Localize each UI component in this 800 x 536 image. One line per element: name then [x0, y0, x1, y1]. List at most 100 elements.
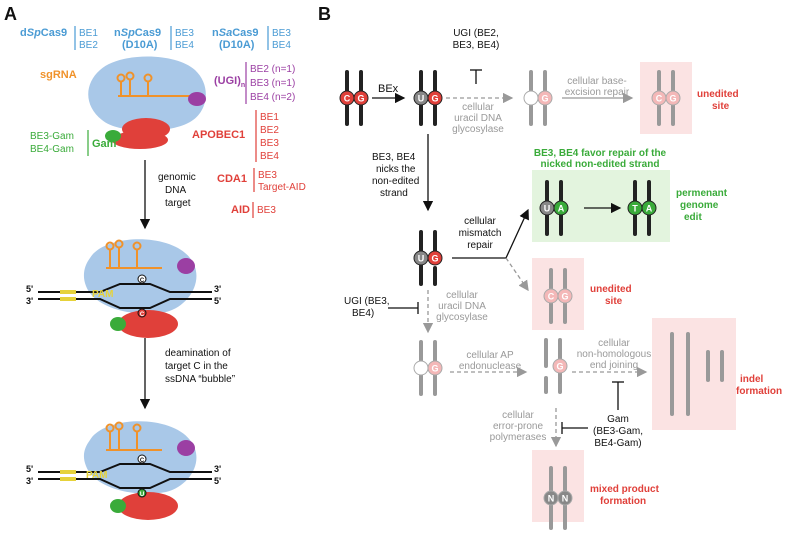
nick-3: non-edited — [372, 176, 419, 187]
nspcas9-val-1: BE3 — [175, 28, 194, 39]
base-letter: U — [418, 94, 425, 104]
glyco-mid-1: cellular — [446, 290, 478, 301]
mixed-1: mixed product — [590, 484, 660, 495]
dna-base-c-3: C — [140, 458, 145, 464]
base-letter: G — [431, 94, 438, 104]
err-3: polymerases — [490, 432, 547, 443]
pam-label-1: PAM — [92, 289, 113, 300]
apobec-label: APOBEC1 — [192, 129, 245, 141]
sgrna-label: sgRNA — [40, 69, 77, 81]
nick-1: BE3, BE4 — [372, 152, 416, 163]
gam-legend: BE3-Gam BE4-Gam Gam — [30, 130, 117, 156]
ugi-mid-1: UGI (BE3, — [344, 296, 390, 307]
ugi-top-1: UGI (BE2, — [453, 28, 499, 39]
dna-base-c-2: C — [140, 312, 145, 318]
nsacas9-sub: (D10A) — [219, 39, 255, 51]
nspcas9-label: nSpCas9 — [114, 27, 161, 39]
ap-1: cellular AP — [466, 350, 514, 361]
nhej-3: end joining — [590, 360, 638, 371]
step2-line3: ssDNA “bubble” — [165, 374, 235, 385]
base-letter: G — [561, 292, 568, 302]
base-letter: C — [344, 94, 351, 104]
nsacas9-val-2: BE4 — [272, 40, 291, 51]
ugi-legend: (UGI)n BE2 (n=1) BE3 (n=1) BE4 (n=2) — [214, 62, 295, 104]
ugi-mid-2: BE4) — [352, 308, 374, 319]
base-circle — [553, 200, 569, 216]
glyco-top-2: uracil DNA — [454, 113, 502, 124]
glyco-top-1: cellular — [462, 102, 494, 113]
apobec-val-3: BE3 — [260, 138, 279, 149]
base-letter: U — [418, 254, 425, 264]
base-letter: C — [656, 94, 663, 104]
cda1-val-1: BE3 — [258, 170, 277, 181]
ugi-top-2: BE3, BE4) — [453, 40, 500, 51]
base-circle — [665, 90, 681, 106]
base-letter: A — [558, 204, 565, 214]
dspcas9-val-1: BE1 — [79, 28, 98, 39]
base-circle — [557, 288, 573, 304]
glyco-mid-2: uracil DNA — [438, 301, 486, 312]
step2-line1: deamination of — [165, 348, 231, 359]
gam-domain — [105, 130, 121, 142]
three-prime-1: 3' — [26, 296, 33, 306]
favor-2: nicked non-edited strand — [541, 159, 660, 170]
deaminase-legend: APOBEC1 BE1 BE2 BE3 BE4 CDA1 BE3 Target-… — [192, 110, 306, 218]
base-circle — [427, 250, 443, 266]
nsacas9-label: nSaCas9 — [212, 27, 259, 39]
aid-label: AID — [231, 204, 250, 216]
base-letter: T — [632, 204, 638, 214]
err-1: cellular — [502, 410, 534, 421]
base-letter: G — [431, 254, 438, 264]
permanent-1: permenant — [676, 188, 728, 199]
mixed-2: formation — [600, 496, 646, 507]
base-circle — [523, 90, 539, 106]
base-letter: G — [541, 94, 548, 104]
three-prime-2: 3' — [214, 284, 221, 294]
nick-2: nicks the — [376, 164, 416, 175]
gam-b-2: (BE3-Gam, — [593, 426, 643, 437]
step1-line1: genomic — [158, 172, 196, 183]
base-letter: A — [646, 204, 653, 214]
complex-bound-dna: C C — [38, 239, 212, 338]
indel-1: indel — [740, 374, 764, 385]
base-circle — [427, 90, 443, 106]
ber-1: cellular base- — [567, 76, 626, 87]
mismatch-3: repair — [467, 240, 493, 251]
five-prime-2: 5' — [214, 296, 221, 306]
gam-label: Gam — [92, 138, 117, 150]
base-circle — [353, 90, 369, 106]
gam-val-1: BE3-Gam — [30, 131, 74, 142]
five-prime-4: 5' — [214, 476, 221, 486]
step2-line2: target C in the — [165, 361, 228, 372]
panel-a-label: A — [4, 4, 17, 24]
dna-pair-3: G — [523, 70, 553, 126]
step1-line2: DNA — [165, 185, 186, 196]
err-2: error-prone — [493, 421, 543, 432]
base-circle — [557, 490, 573, 506]
base-editor-complex — [88, 56, 206, 149]
gam-b-1: Gam — [607, 414, 629, 425]
unedited2-1: unedited — [590, 284, 632, 295]
pam-label-2: PAM — [86, 470, 107, 481]
base-letter: N — [548, 494, 555, 504]
gam-b-3: BE4-Gam) — [594, 438, 641, 449]
gam-val-2: BE4-Gam — [30, 144, 74, 155]
nhej-1: cellular — [598, 338, 630, 349]
nspcas9-val-2: BE4 — [175, 40, 194, 51]
dspcas9-val-2: BE2 — [79, 40, 98, 51]
nsacas9-val-1: BE3 — [272, 28, 291, 39]
favor-1: BE3, BE4 favor repair of the — [534, 148, 667, 159]
base-circle — [537, 90, 553, 106]
unedited1-2: site — [712, 101, 730, 112]
nspcas9-sub: (D10A) — [122, 39, 158, 51]
base-circle — [641, 200, 657, 216]
dspcas9-label: dSpCas9 — [20, 27, 67, 39]
indel-2: formation — [736, 386, 782, 397]
ugi-domain — [188, 92, 206, 106]
